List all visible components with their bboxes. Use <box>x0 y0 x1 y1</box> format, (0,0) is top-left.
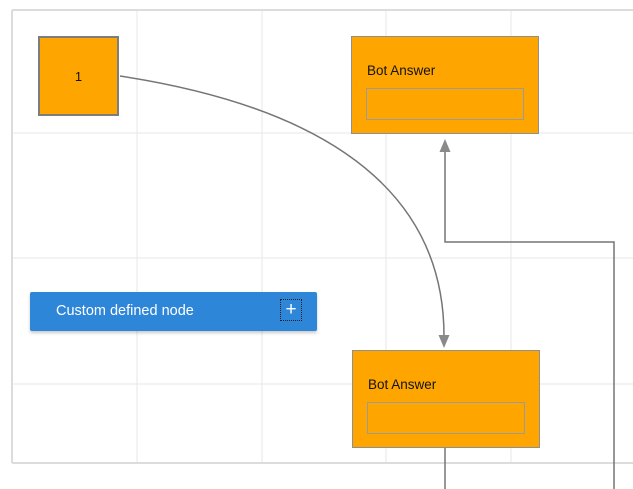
node-text-box[interactable] <box>366 88 524 120</box>
add-node-icon[interactable]: + <box>280 299 302 321</box>
connector-curve-node1-to-bottom-bot[interactable] <box>119 75 450 348</box>
arrowhead-down-icon <box>438 335 450 348</box>
node-text-box[interactable] <box>367 402 525 434</box>
arrowhead-up-icon <box>439 139 451 152</box>
node-title: Bot Answer <box>367 63 436 78</box>
page-border <box>11 9 633 464</box>
node-bot-answer-top[interactable]: Bot Answer <box>351 36 539 134</box>
node-bot-answer-bottom[interactable]: Bot Answer <box>352 350 540 448</box>
node-title: Bot Answer <box>368 377 437 392</box>
node-1-label: 1 <box>74 68 83 84</box>
palette-item-custom-defined-node[interactable]: Custom defined node + <box>30 292 317 331</box>
connector-elbow-into-top-bot[interactable] <box>439 139 615 489</box>
node-1[interactable]: 1 <box>38 36 119 116</box>
palette-item-label: Custom defined node <box>56 303 194 319</box>
